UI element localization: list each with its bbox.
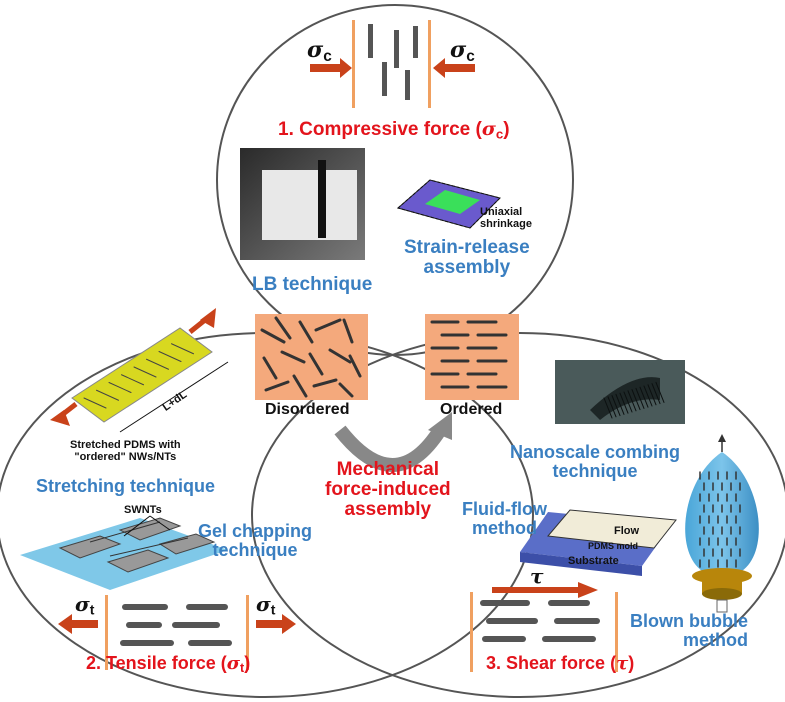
nanowire [627, 390, 637, 412]
sigma-t-left: σt [75, 592, 95, 618]
compressive-force-title: 1. Compressive force (σc) [278, 118, 510, 142]
substrate-label: Substrate [568, 555, 619, 567]
sigma-c-left: σc [307, 37, 332, 65]
nanowire [121, 374, 144, 386]
swnts-label: SWNTs [124, 504, 162, 516]
nanowire [603, 397, 613, 419]
ordered-nanowires [430, 320, 508, 389]
nanowire [611, 395, 621, 417]
nanowire [292, 374, 308, 398]
tensile-schematic [58, 595, 296, 670]
nanowire [619, 392, 629, 414]
nanowire [133, 366, 157, 378]
nanowire [635, 387, 645, 409]
nanowire [158, 351, 182, 362]
blown-bubble-graphic [685, 434, 759, 613]
gel-chapping-graphic [20, 515, 228, 590]
nanoscale-combing-photo [555, 360, 685, 424]
nanowire [108, 382, 132, 393]
nanowire [655, 381, 665, 403]
fluid-flow-graphic [520, 509, 677, 576]
shear-schematic [470, 582, 618, 672]
nanowire [615, 393, 625, 415]
ordered-label: Ordered [440, 401, 503, 418]
flow-label: Flow [614, 525, 640, 537]
nanowire [83, 397, 107, 409]
nanowire [298, 320, 314, 344]
nanowire [338, 382, 354, 398]
nanowire [623, 391, 633, 413]
shear-force-title: 3. Shear force (τ) [486, 653, 635, 674]
tau-label: τ [530, 564, 544, 588]
strain-release-graphic [396, 179, 501, 229]
nanowire [314, 318, 342, 332]
stretching-technique-label: Stretching technique [36, 476, 216, 496]
nanowire [280, 350, 306, 364]
transition-arrowhead [428, 412, 452, 440]
nanowire [607, 396, 617, 418]
disordered-nanowires [260, 316, 362, 398]
nanowire [260, 328, 286, 344]
lb-technique-label: LB technique [252, 274, 373, 295]
nanowire [171, 343, 194, 355]
nanowire [312, 378, 338, 388]
nanowire [264, 380, 290, 392]
transition-arrow [334, 425, 446, 472]
nanowire [262, 356, 278, 380]
nanowire [651, 383, 661, 405]
sigma-t-right: σt [256, 592, 276, 618]
nanowire [639, 386, 649, 408]
compressive-schematic [310, 20, 475, 108]
nanowire [328, 348, 352, 364]
tensile-force-title: 2. Tensile force (σt) [86, 653, 251, 676]
disordered-label: Disordered [265, 401, 350, 418]
nanowire [274, 316, 292, 340]
stretched-pdms-graphic [50, 308, 229, 433]
nanowire [308, 352, 324, 376]
lb-technique-photo [240, 148, 365, 260]
stretched-pdms-label: Stretched PDMS with"ordered" NWs/NTs [70, 439, 181, 463]
pdms-mold-label: PDMS mold [588, 541, 639, 551]
nanowire [342, 318, 354, 344]
nanowire [643, 385, 653, 407]
nanowire [96, 389, 119, 401]
nanowire [647, 384, 657, 406]
nanowire [146, 358, 169, 370]
nanowire [631, 389, 641, 411]
nanowire [348, 354, 362, 378]
sigma-c-right: σc [450, 37, 475, 65]
circle-shear [251, 332, 785, 698]
